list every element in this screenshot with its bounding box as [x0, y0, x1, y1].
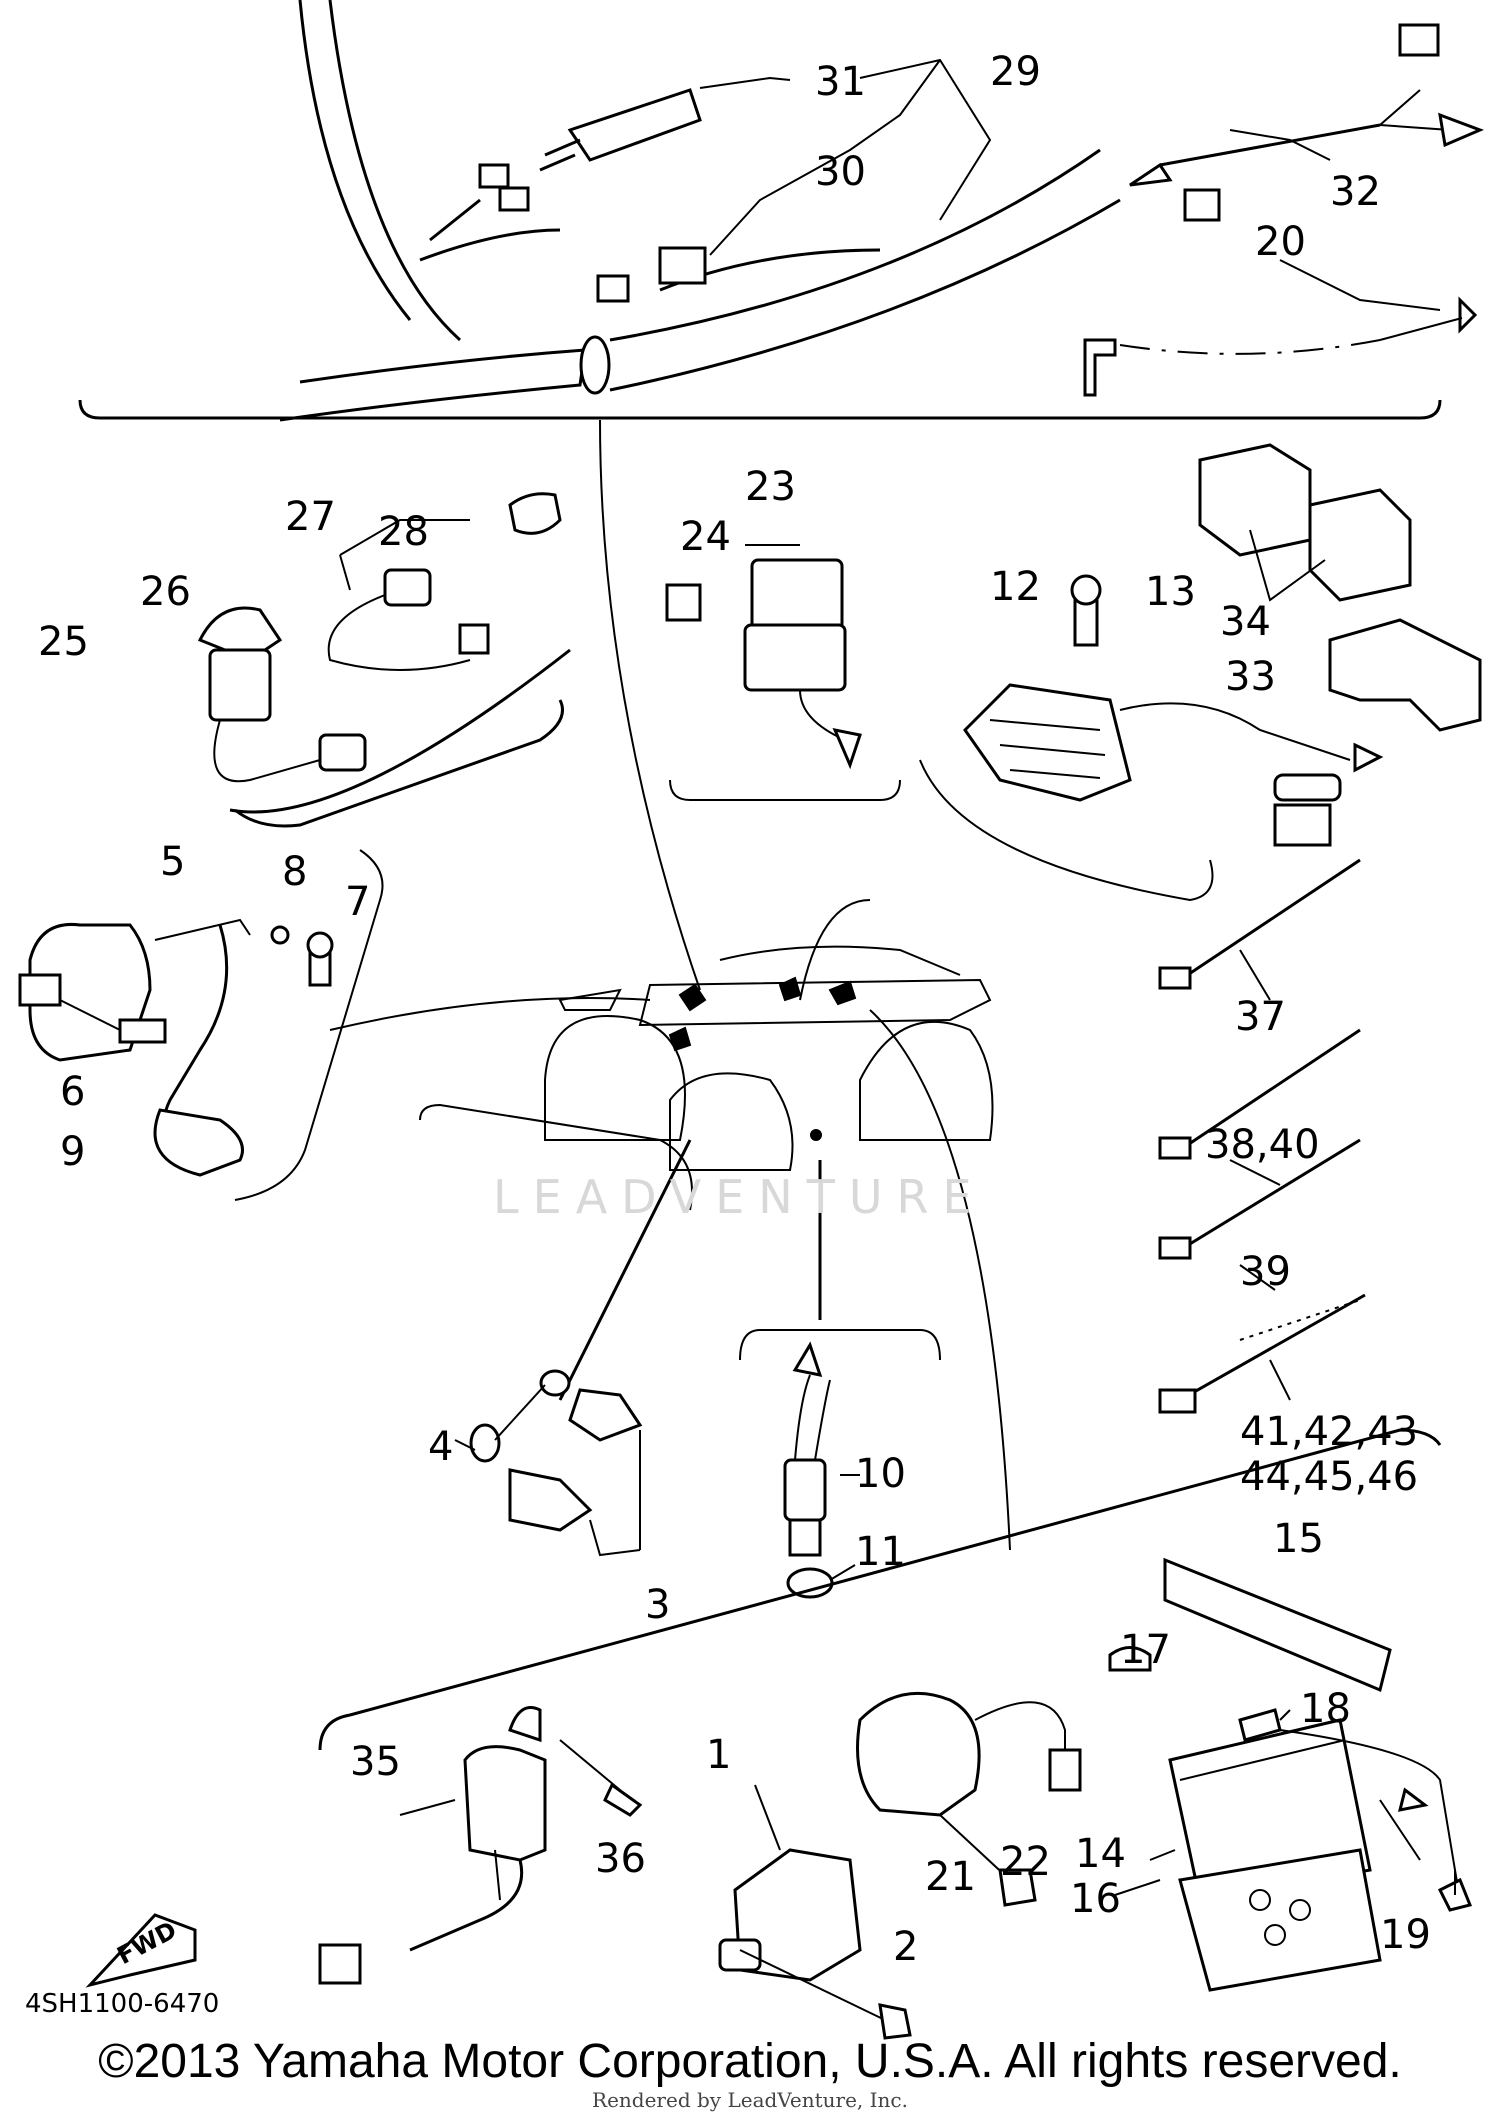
callout-31: 31 [815, 59, 866, 105]
callout-3: 3 [645, 1582, 670, 1628]
callout-24: 24 [680, 514, 731, 560]
callout-5: 5 [160, 839, 185, 885]
copyright-notice: ©2013 Yamaha Motor Corporation, U.S.A. A… [98, 2035, 1402, 2088]
callout-4: 4 [428, 1424, 453, 1470]
callout-17: 17 [1120, 1627, 1171, 1673]
plate-16 [1178, 1848, 1382, 1992]
callout-1: 1 [706, 1732, 731, 1778]
cover-34a [1198, 443, 1312, 557]
tie-38 [1158, 1136, 1192, 1160]
callout-18: 18 [1300, 1686, 1351, 1732]
rendered-by-credit: Rendered by LeadVenture, Inc. [592, 2088, 908, 2112]
callout-28: 28 [378, 509, 429, 555]
callout-44-46: 44,45,46 [1240, 1454, 1418, 1500]
callout-7: 7 [345, 879, 370, 925]
bolt-6 [118, 1018, 167, 1044]
relay-23 [750, 558, 844, 632]
plug-3b [568, 1388, 643, 1442]
callout-22: 22 [1000, 1839, 1051, 1885]
callout-19: 19 [1380, 1912, 1431, 1958]
bolt-22 [998, 1868, 1037, 1907]
callout-26: 26 [140, 569, 191, 615]
tie-41 [1158, 1388, 1197, 1414]
callout-21: 21 [925, 1854, 976, 1900]
tie-37 [1158, 966, 1192, 990]
atv-outline [544, 419, 1011, 1551]
plug-cap-9 [153, 1108, 244, 1177]
callout-6: 6 [60, 1069, 85, 1115]
callout-39: 39 [1240, 1249, 1291, 1295]
cable-ties [1158, 858, 1366, 1414]
relay-fuse-group [665, 544, 901, 801]
lower-mid-group [419, 1103, 941, 1599]
drawing-code: 4SH1100-6470 [25, 1989, 219, 2019]
callout-13: 13 [1145, 569, 1196, 615]
rectifier-group [919, 574, 1384, 902]
screw-36 [603, 1782, 643, 1817]
washer-8 [270, 925, 290, 945]
callout-30: 30 [815, 149, 866, 195]
cover-33 [1328, 618, 1482, 732]
washer-4b [539, 1369, 571, 1397]
cover-34b [1308, 488, 1412, 602]
sensor-27 [383, 568, 432, 607]
callout-14: 14 [1075, 1831, 1126, 1877]
callout-10: 10 [855, 1451, 906, 1497]
callout-29: 29 [990, 49, 1041, 95]
cdi-35 [463, 1745, 547, 1862]
callout-41-43: 41,42,43 [1240, 1409, 1418, 1455]
ignition-coil-group [18, 849, 651, 1201]
callout-38-40: 38,40 [1205, 1122, 1320, 1168]
cap-28 [458, 623, 490, 655]
watermark: LEADVENTURE [493, 1170, 986, 1224]
fwd-arrow [85, 1913, 197, 1988]
washer-4a [469, 1423, 501, 1463]
tie-39 [1158, 1236, 1192, 1260]
callout-labels: 31 29 30 32 20 23 24 27 28 26 25 12 13 3… [25, 49, 1431, 2019]
sensor-group [197, 492, 571, 828]
damper-17 [1108, 1646, 1152, 1672]
callout-32: 32 [1330, 169, 1381, 215]
battery-14 [1168, 1718, 1372, 1902]
callout-34: 34 [1220, 599, 1271, 645]
wire-harness-group [78, 0, 1485, 422]
callout-37: 37 [1235, 994, 1286, 1040]
connector-35 [318, 1943, 362, 1985]
bottom-group [85, 1428, 1473, 2040]
callout-33: 33 [1225, 654, 1276, 700]
bolt-2 [878, 2003, 912, 2040]
callout-23: 23 [745, 464, 796, 510]
callout-16: 16 [1070, 1876, 1121, 1922]
callout-11: 11 [855, 1529, 906, 1575]
relay-21 [856, 1691, 981, 1817]
switch-26 [197, 606, 283, 662]
top-leader-lines [699, 58, 1441, 311]
rectifier-12 [963, 683, 1132, 802]
callout-9: 9 [60, 1129, 85, 1175]
callout-25: 25 [38, 619, 89, 665]
callout-35: 35 [350, 1739, 401, 1785]
callout-36: 36 [595, 1836, 646, 1882]
callout-15: 15 [1273, 1516, 1324, 1562]
callout-12: 12 [990, 564, 1041, 610]
cover-group [1198, 443, 1482, 732]
sleeve-31 [567, 88, 702, 162]
fuse-24 [665, 583, 702, 622]
bracket-15 [1163, 1557, 1392, 1693]
callout-8: 8 [282, 849, 307, 895]
callout-2: 2 [893, 1924, 918, 1970]
callout-20: 20 [1255, 219, 1306, 265]
connector-30 [658, 246, 707, 285]
plug-3a [508, 1468, 593, 1532]
callout-27: 27 [285, 494, 336, 540]
sensor-10 [783, 1458, 827, 1522]
